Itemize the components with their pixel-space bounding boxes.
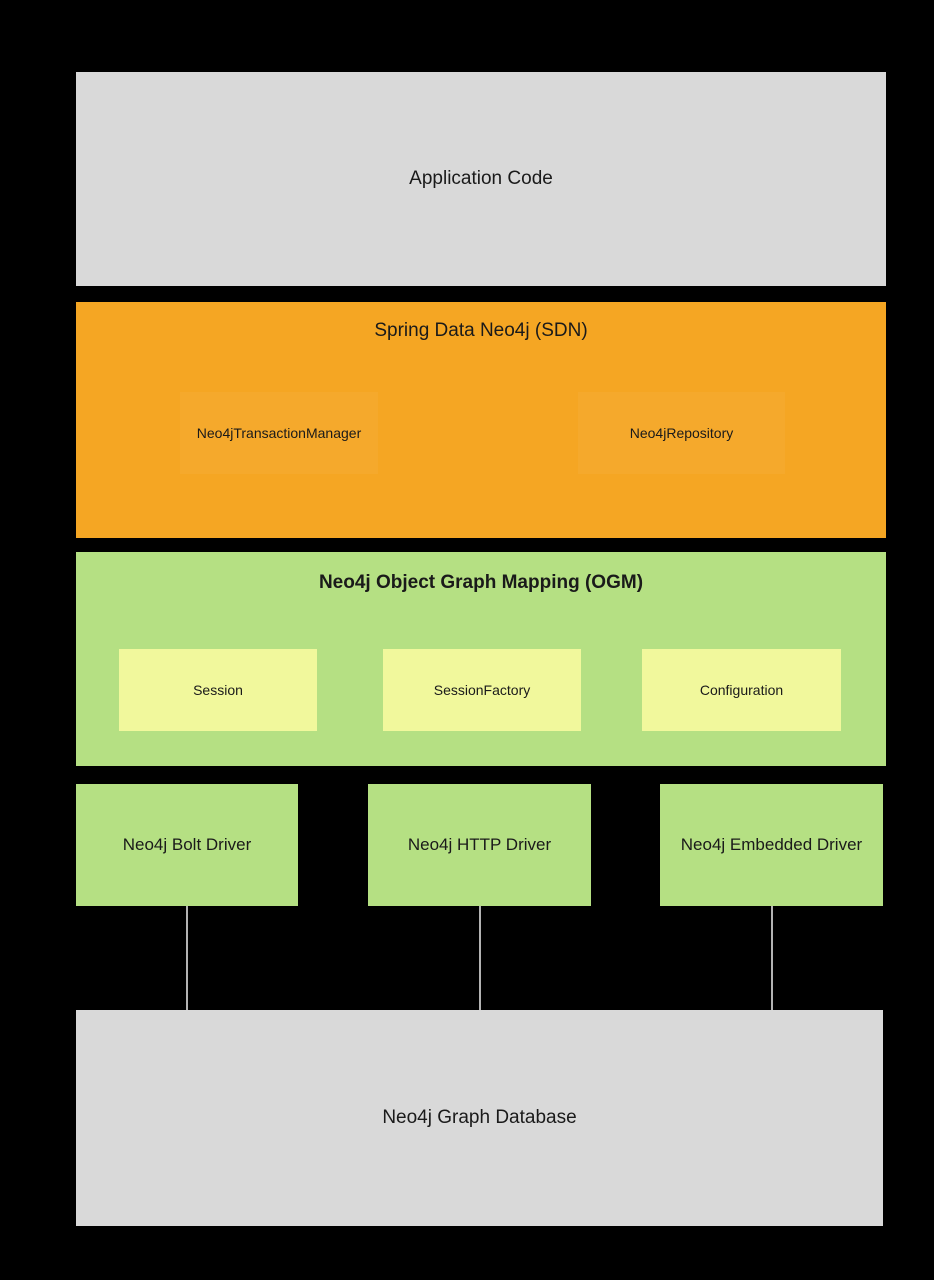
- spring-data-neo4j-title: Spring Data Neo4j (SDN): [374, 320, 588, 341]
- layer-neo4j-graph-database: Neo4j Graph Database: [76, 1010, 883, 1226]
- driver-label: Neo4j Bolt Driver: [122, 835, 252, 854]
- component-neo4j-repository: Neo4jRepository: [578, 392, 785, 474]
- layer-application-code: Application Code: [76, 72, 886, 286]
- neo4j-graph-database-label: Neo4j Graph Database: [382, 1107, 577, 1128]
- connector-bolt-to-database: [186, 906, 188, 1010]
- component-neo4j-transaction-manager: Neo4jTransactionManager: [180, 392, 378, 474]
- component-label: Neo4jTransactionManager: [196, 425, 362, 441]
- component-label: Session: [193, 682, 243, 698]
- driver-neo4j-bolt: Neo4j Bolt Driver: [76, 784, 298, 906]
- driver-label: Neo4j HTTP Driver: [407, 835, 552, 854]
- component-label: SessionFactory: [433, 682, 531, 698]
- connector-http-to-database: [479, 906, 481, 1010]
- neo4j-ogm-title: Neo4j Object Graph Mapping (OGM): [318, 572, 644, 593]
- component-label: Neo4jRepository: [629, 425, 734, 441]
- connector-embedded-to-database: [771, 906, 773, 1010]
- application-code-label: Application Code: [409, 168, 553, 189]
- component-session: Session: [119, 649, 317, 731]
- driver-neo4j-http: Neo4j HTTP Driver: [368, 784, 591, 906]
- component-session-factory: SessionFactory: [383, 649, 581, 731]
- component-configuration: Configuration: [642, 649, 841, 731]
- driver-neo4j-embedded: Neo4j Embedded Driver: [660, 784, 883, 906]
- driver-label: Neo4j Embedded Driver: [680, 835, 863, 854]
- layer-neo4j-ogm: Neo4j Object Graph Mapping (OGM) Session…: [76, 552, 886, 766]
- layer-spring-data-neo4j: Spring Data Neo4j (SDN) Neo4jTransaction…: [76, 302, 886, 538]
- component-label: Configuration: [699, 682, 784, 698]
